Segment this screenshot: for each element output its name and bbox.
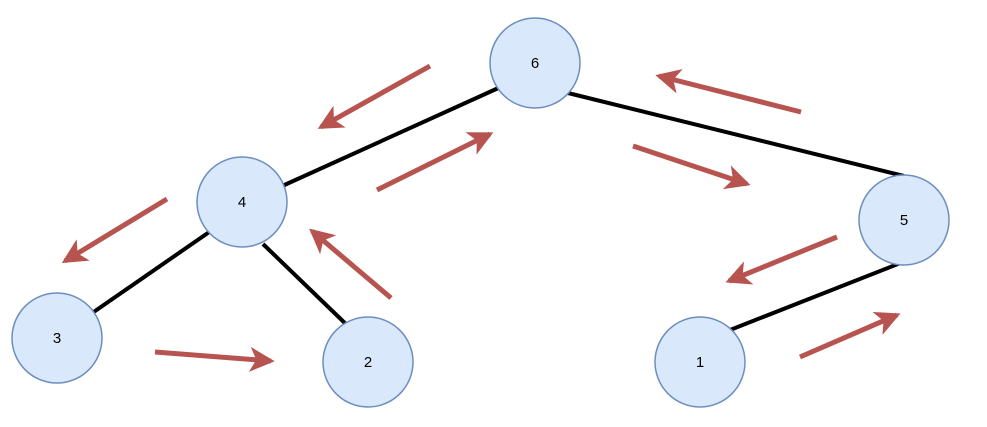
tree-node-5: 5 bbox=[858, 174, 950, 266]
tree-node-circle-5 bbox=[858, 174, 950, 266]
tree-node-circle-1 bbox=[654, 316, 746, 408]
tree-edge-5-1 bbox=[729, 260, 904, 332]
tree-edge-6-5 bbox=[567, 91, 905, 178]
tree-edge-6-4 bbox=[279, 83, 506, 189]
tree-node-circle-3 bbox=[11, 292, 103, 384]
tree-node-6: 6 bbox=[489, 17, 581, 109]
arrow-4-to-6 bbox=[375, 131, 494, 193]
tree-edge-4-3 bbox=[83, 226, 217, 320]
arrow-3-to-2 bbox=[154, 346, 275, 372]
arrow-5-to-6 bbox=[655, 69, 802, 115]
tree-node-label-5: 5 bbox=[900, 212, 908, 229]
arrow-5-to-1 bbox=[725, 234, 838, 285]
arrow-6-to-5 bbox=[632, 143, 751, 190]
tree-node-label-3: 3 bbox=[53, 330, 61, 347]
tree-node-label-4: 4 bbox=[238, 194, 246, 211]
tree-node-label-2: 2 bbox=[364, 354, 372, 371]
nodes-layer: 6 4 5 3 2 1 bbox=[11, 17, 950, 408]
tree-node-circle-4 bbox=[196, 156, 288, 248]
tree-node-circle-2 bbox=[322, 316, 414, 408]
tree-node-label-1: 1 bbox=[696, 354, 704, 371]
tree-node-4: 4 bbox=[196, 156, 288, 248]
arrow-1-to-5 bbox=[799, 311, 901, 360]
arrows-layer bbox=[61, 63, 901, 372]
tree-node-3: 3 bbox=[11, 292, 103, 384]
arrow-2-to-4 bbox=[309, 228, 393, 300]
tree-node-label-6: 6 bbox=[531, 55, 539, 72]
tree-edge-4-2 bbox=[261, 242, 352, 330]
tree-node-2: 2 bbox=[322, 316, 414, 408]
tree-node-1: 1 bbox=[654, 316, 746, 408]
arrow-6-to-4 bbox=[317, 63, 432, 130]
arrow-4-to-3 bbox=[61, 196, 169, 264]
edges-layer bbox=[83, 83, 905, 332]
tree-node-circle-6 bbox=[489, 17, 581, 109]
